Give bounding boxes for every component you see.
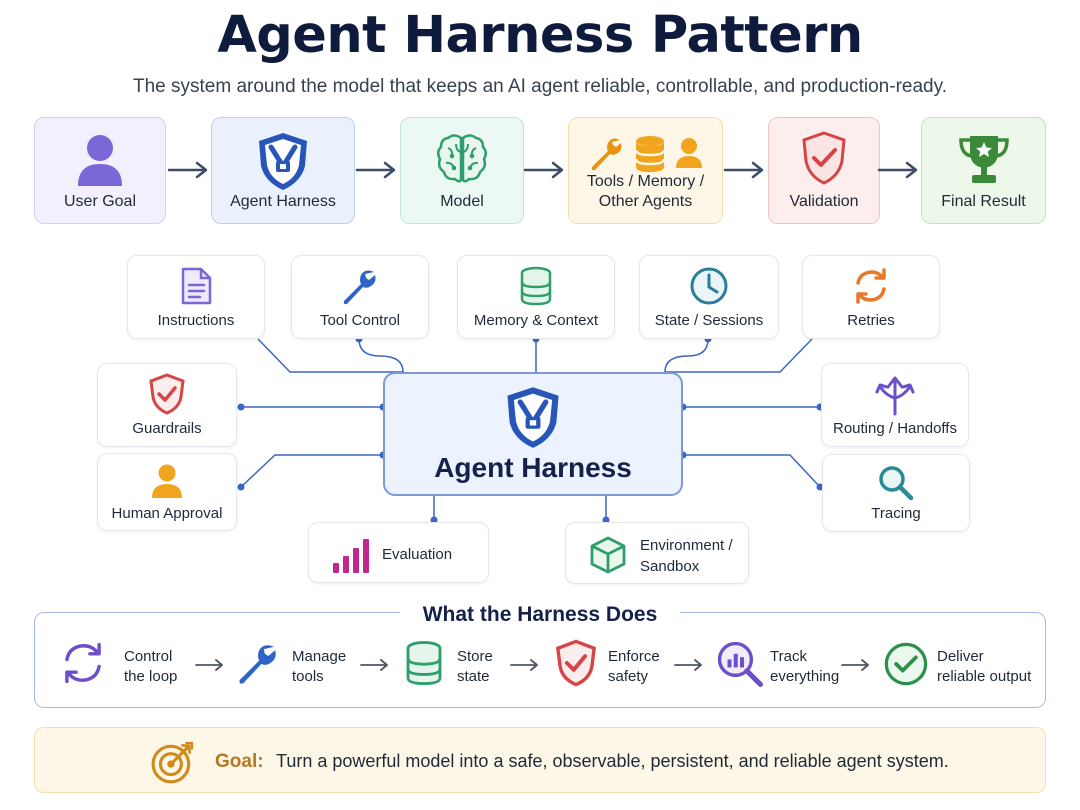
arrow-right-icon	[360, 659, 388, 671]
arrow-right-icon	[510, 659, 538, 671]
cube-icon	[588, 535, 628, 580]
shield-check-icon	[769, 130, 879, 186]
wrench-icon	[292, 266, 428, 308]
shield-check-icon	[98, 372, 236, 416]
document-icon	[128, 266, 264, 306]
arrow-right-icon	[195, 659, 223, 671]
component-environment-sandbox: Environment /Sandbox	[565, 522, 749, 584]
goal-banner	[34, 727, 1046, 793]
goal-label: Goal:	[215, 751, 264, 772]
arrow-right-icon	[355, 161, 396, 179]
clock-icon	[640, 265, 778, 307]
arrow-right-icon	[674, 659, 702, 671]
flow-model: Model	[400, 117, 524, 224]
user-icon	[98, 462, 236, 500]
database-icon	[458, 265, 614, 307]
database-icon	[406, 641, 442, 686]
check-circle-icon	[884, 642, 928, 686]
brain-icon	[401, 130, 523, 186]
routing-arrows-icon	[822, 372, 968, 416]
component-routing-handoffs: Routing / Handoffs	[821, 363, 969, 447]
shield-check-icon	[555, 639, 597, 687]
component-instructions: Instructions	[127, 255, 265, 339]
page-subtitle: The system around the model that keeps a…	[133, 76, 947, 97]
harness-does-title: What the Harness Does	[400, 603, 680, 627]
harness-shield-icon	[385, 384, 681, 450]
arrow-right-icon	[877, 161, 918, 179]
component-human-approval: Human Approval	[97, 453, 237, 531]
arrow-right-icon	[723, 161, 764, 179]
component-memory-context: Memory & Context	[457, 255, 615, 339]
flow-user-goal: User Goal	[34, 117, 166, 224]
refresh-icon	[65, 642, 101, 684]
user-icon	[35, 130, 165, 188]
component-state-sessions: State / Sessions	[639, 255, 779, 339]
component-guardrails: Guardrails	[97, 363, 237, 447]
arrow-right-icon	[167, 161, 208, 179]
target-icon	[151, 741, 194, 784]
component-retries: Retries	[802, 255, 940, 339]
magnifier-chart-icon	[717, 641, 764, 688]
arrow-right-icon	[523, 161, 564, 179]
database-icon	[633, 134, 667, 179]
component-tool-control: Tool Control	[291, 255, 429, 339]
flow-agent-harness: Agent Harness	[211, 117, 355, 224]
trophy-icon	[922, 130, 1045, 188]
flow-final-result: Final Result	[921, 117, 1046, 224]
wrench-icon	[239, 645, 276, 684]
harness-shield-icon	[212, 130, 354, 192]
arrow-right-icon	[841, 659, 869, 671]
refresh-icon	[803, 266, 939, 306]
bar-chart-icon	[331, 535, 371, 580]
goal-text: Turn a powerful model into a safe, obser…	[276, 751, 949, 771]
component-evaluation: Evaluation	[308, 522, 489, 583]
agent-user-icon	[673, 134, 705, 179]
magnifier-icon	[823, 463, 969, 503]
page-title: Agent Harness Pattern	[217, 6, 863, 65]
component-tracing: Tracing	[822, 454, 970, 532]
wrench-icon	[587, 134, 627, 179]
flow-tools-memory-agents: Tools / Memory /Other Agents	[568, 117, 723, 224]
agent-harness-hub: Agent Harness	[383, 372, 683, 496]
